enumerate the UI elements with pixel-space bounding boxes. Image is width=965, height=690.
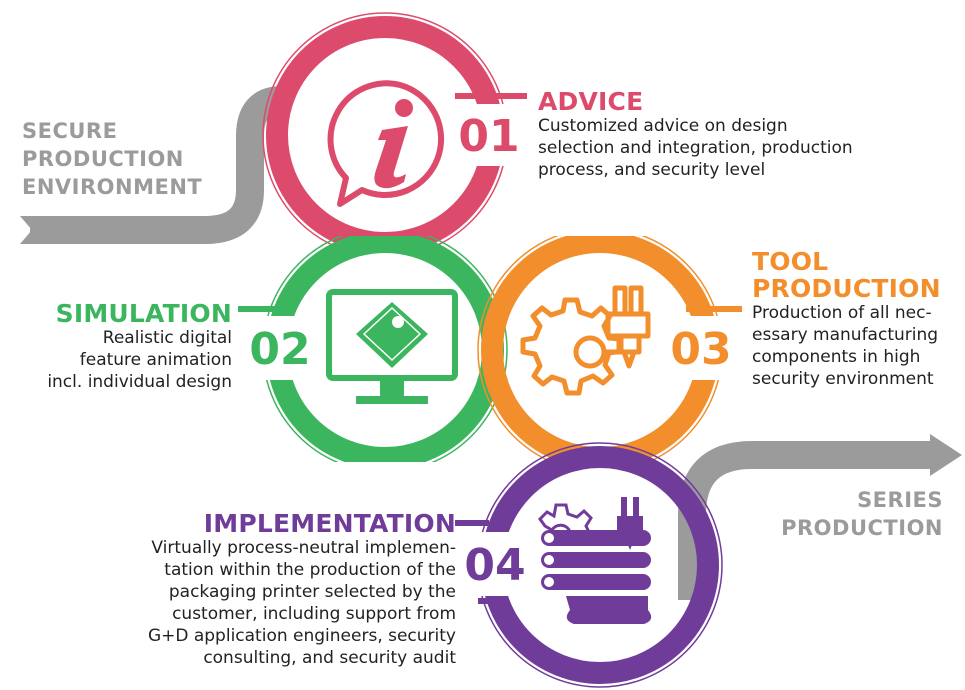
step-02-line: feature animation (79, 350, 232, 370)
step-04-description: Virtually process-neutral implemen- tati… (148, 537, 456, 669)
start-label-line: PRODUCTION (22, 147, 184, 171)
ring-04-connector (455, 520, 489, 526)
ring-02-connector (238, 306, 278, 312)
step-04-text: IMPLEMENTATION Virtually process-neutral… (148, 510, 456, 669)
gear-machine-tool-icon (520, 285, 651, 396)
step-01-description: Customized advice on design selection an… (538, 115, 958, 181)
info-speech-bubble-icon (327, 80, 445, 207)
step-01-number: 01 (458, 111, 519, 162)
step-04-line: customer, including support from (172, 604, 456, 624)
step-04-number: 04 (464, 540, 525, 591)
step-02-line: Realistic digital (102, 328, 232, 348)
step-03-line: security environment (752, 369, 934, 389)
step-04-line: packaging printer selected by the (168, 582, 456, 602)
start-label: SECURE PRODUCTION ENVIRONMENT (22, 117, 202, 201)
step-04-line: tation within the production of the (164, 560, 456, 580)
entry-arrow-tail (30, 86, 283, 244)
step-04-line: G+D application engineers, security (147, 626, 456, 646)
end-label-line: SERIES (857, 488, 943, 512)
step-02-title: SIMULATION (55, 299, 232, 328)
printing-press-icon (538, 497, 652, 624)
step-01-line: Customized advice on design (538, 116, 788, 136)
step-03-description: Production of all nec- essary manufactur… (752, 302, 962, 390)
monitor-simulation-icon (326, 289, 458, 404)
step-01-text: ADVICE Customized advice on design selec… (538, 88, 958, 181)
ring-02-number-gap (252, 316, 308, 380)
ring-01-number-gap (460, 104, 516, 166)
step-01-line: process, and security level (538, 160, 766, 180)
ring-04-left-ticks (478, 598, 494, 604)
ring-04-number-gap (466, 532, 524, 596)
step-02-text: SIMULATION Realistic digital feature ani… (47, 300, 232, 393)
exit-arrow-head (930, 434, 962, 476)
step-03-text: TOOL PRODUCTION Production of all nec- e… (752, 248, 962, 390)
step-02-line: incl. individual design (47, 372, 232, 392)
end-label-line: PRODUCTION (781, 516, 943, 540)
ring-01-connector (455, 93, 527, 99)
ring-03-connector (686, 306, 742, 312)
step-01-line: selection and integration, production (538, 138, 853, 158)
step-02-number: 02 (249, 324, 310, 375)
start-label-line: ENVIRONMENT (22, 175, 203, 199)
step-04-line: consulting, and security audit (203, 648, 456, 668)
ring-04 (455, 442, 723, 688)
ring-03-number-gap (672, 316, 730, 380)
step-03-line: components in high (752, 347, 921, 367)
step-02-description: Realistic digital feature animation incl… (47, 327, 232, 393)
step-01-title: ADVICE (538, 87, 644, 116)
step-03-title: TOOL PRODUCTION (752, 248, 962, 302)
step-04-line: Virtually process-neutral implemen- (151, 538, 456, 558)
step-03-number: 03 (670, 324, 731, 375)
entry-arrow-notch (20, 216, 56, 244)
step-03-title-line: TOOL (752, 247, 829, 276)
step-03-line: Production of all nec- (752, 303, 932, 323)
start-label-line: SECURE (22, 119, 118, 143)
end-label: SERIES PRODUCTION (781, 486, 943, 542)
step-04-title: IMPLEMENTATION (203, 509, 456, 538)
step-03-line: essary manufacturing (752, 325, 939, 345)
step-03-title-line: PRODUCTION (752, 274, 941, 303)
